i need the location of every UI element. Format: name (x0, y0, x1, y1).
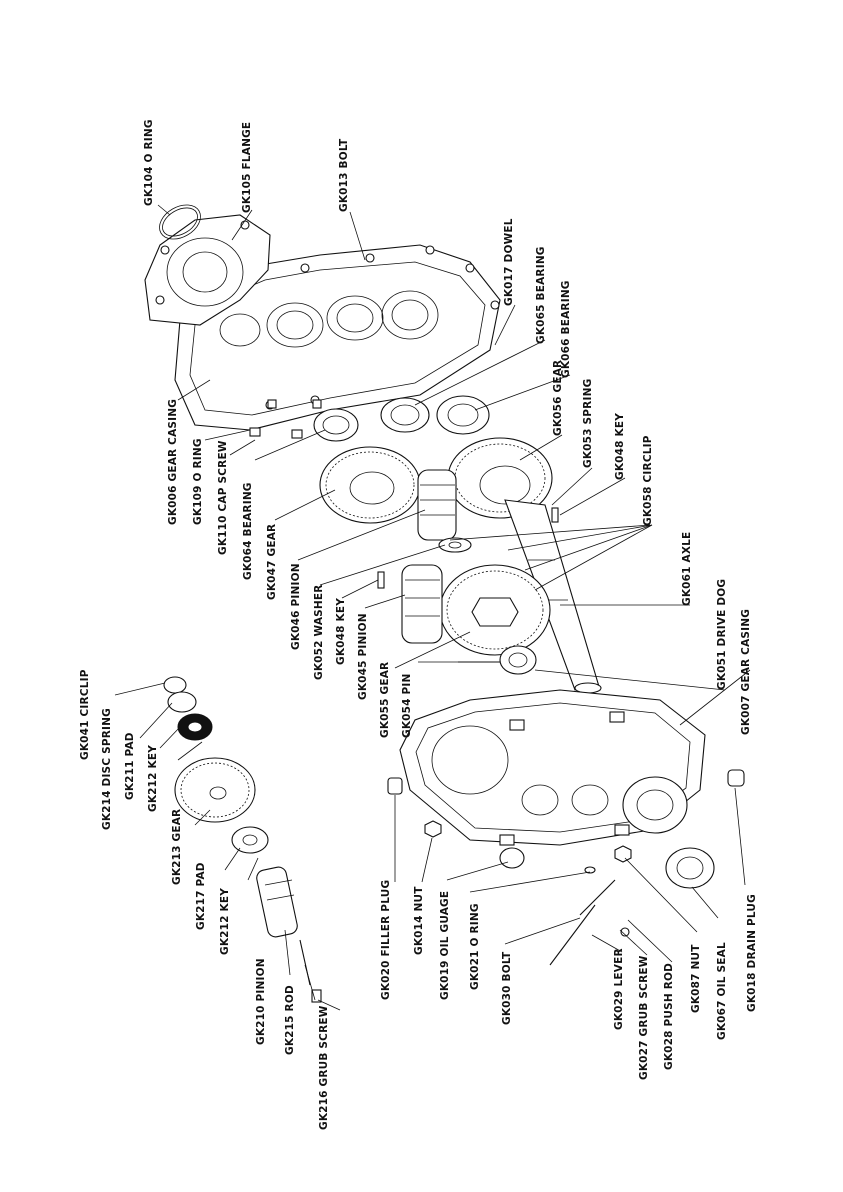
label-gk013: GK013 BOLT (338, 138, 350, 212)
plugs-and-nuts-drawing (387, 769, 745, 869)
label-gk087: GK087 NUT (690, 944, 702, 1013)
label-gk110: GK110 CAP SCREW (217, 440, 229, 555)
label-gk053: GK053 SPRING (582, 378, 594, 468)
label-gk055: GK055 GEAR (379, 661, 391, 738)
label-gk006: GK006 GEAR CASING (167, 398, 179, 525)
washer-gk052-drawing (438, 537, 472, 553)
label-gk216: GK216 GRUB SCREW (318, 1005, 330, 1130)
gear-gk213-drawing (174, 757, 256, 823)
label-gk052: GK052 WASHER (313, 584, 325, 680)
lever-assembly-drawing (549, 866, 630, 966)
bearings-drawing (313, 395, 490, 442)
gear-gk055-drawing (439, 564, 551, 656)
pinion-gk210-drawing (256, 866, 298, 938)
label-gk048a: GK048 KEY (335, 597, 347, 665)
drive-dog-gk051-drawing (499, 645, 537, 675)
oil-seal-gk067-drawing (665, 847, 715, 889)
label-gk019: GK019 OIL GUAGE (439, 890, 451, 1000)
label-gk056: GK056 GEAR (552, 359, 564, 436)
label-gk058: GK058 CIRCLIP (642, 435, 654, 526)
pad-gk211-drawing (177, 713, 213, 741)
label-gk051: GK051 DRIVE DOG (716, 578, 728, 690)
gear-casing-gk007-drawing (399, 689, 706, 846)
label-gk018: GK018 DRAIN PLUG (746, 894, 758, 1012)
leader-lines (114, 204, 751, 1011)
label-gk045: GK045 PINION (357, 613, 369, 700)
label-gk213: GK213 GEAR (171, 808, 183, 885)
label-gk212b: GK212 KEY (219, 887, 231, 955)
label-gk028: GK028 PUSH ROD (663, 962, 675, 1070)
label-gk105: GK105 FLANGE (241, 121, 253, 213)
pad-gk217-drawing (231, 826, 269, 854)
label-gk030: GK030 BOLT (501, 951, 513, 1025)
label-gk047: GK047 GEAR (266, 523, 278, 600)
circlip-disc-spring-drawing (163, 676, 197, 713)
gear-gk047-drawing (319, 446, 421, 524)
label-gk054: GK054 PIN (401, 673, 413, 738)
label-gk007: GK007 GEAR CASING (740, 608, 752, 735)
label-gk065: GK065 BEARING (535, 246, 547, 344)
pinion-gk045-drawing (401, 564, 443, 644)
label-gk046: GK046 PINION (290, 563, 302, 650)
label-gk027: GK027 GRUB SCREW (638, 955, 650, 1080)
label-gk109: GK109 O RING (192, 438, 204, 525)
label-gk215: GK215 ROD (284, 985, 296, 1055)
label-gk014: GK014 NUT (413, 886, 425, 955)
label-gk067: GK067 OIL SEAL (716, 942, 728, 1040)
label-gk210: GK210 PINION (255, 958, 267, 1045)
label-gk041: GK041 CIRCLIP (79, 669, 91, 760)
label-gk214: GK214 DISC SPRING (101, 708, 113, 830)
label-gk064: GK064 BEARING (242, 482, 254, 580)
label-gk217: GK217 PAD (195, 862, 207, 930)
cap-screws-drawing (249, 399, 322, 439)
flange-gk105-drawing (144, 214, 271, 326)
label-gk061: GK061 AXLE (681, 531, 693, 606)
label-gk048b: GK048 KEY (614, 412, 626, 480)
label-gk029: GK029 LEVER (613, 948, 625, 1030)
label-gk020: GK020 FILLER PLUG (380, 879, 392, 1000)
grub-screw-gk216-drawing (311, 989, 322, 1003)
label-gk021: GK021 O RING (469, 903, 481, 990)
label-gk104: GK104 O RING (143, 119, 155, 206)
label-gk211: GK211 PAD (124, 732, 136, 800)
label-gk212a: GK212 KEY (147, 744, 159, 812)
pinion-gk046-drawing (417, 469, 457, 541)
o-ring-gk104-drawing (159, 204, 201, 240)
label-gk017: GK017 DOWEL (503, 218, 515, 306)
gear-casing-gk006-drawing (174, 244, 501, 431)
